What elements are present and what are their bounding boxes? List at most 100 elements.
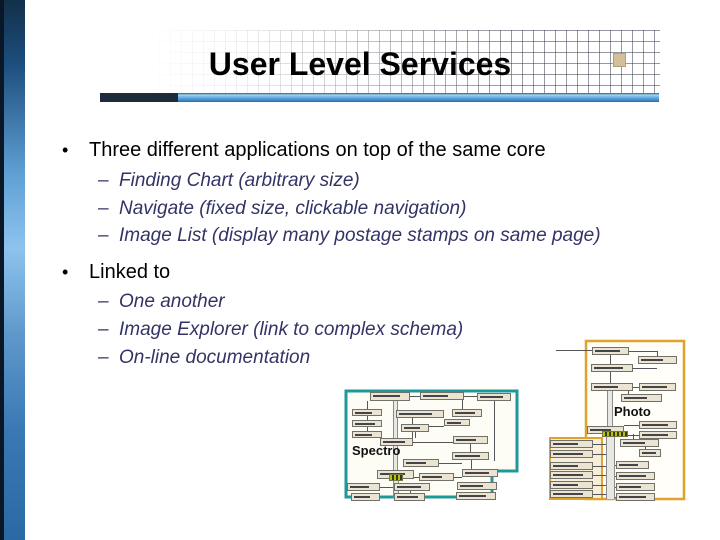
schema-box bbox=[380, 438, 413, 446]
dash-marker: – bbox=[98, 170, 109, 191]
connector-line bbox=[593, 454, 608, 455]
schema-box bbox=[351, 493, 380, 501]
page-title: User Level Services bbox=[208, 46, 512, 82]
sub-bullet-text: On-line documentation bbox=[119, 347, 311, 368]
sub-bullet-text: Image Explorer (link to complex schema) bbox=[119, 319, 464, 340]
connector-line bbox=[593, 444, 608, 445]
connector-line bbox=[624, 435, 639, 436]
title-accent-square bbox=[613, 53, 626, 67]
schema-box bbox=[591, 383, 633, 391]
connector-line bbox=[494, 401, 495, 461]
schema-box bbox=[638, 356, 677, 364]
schema-box bbox=[352, 420, 382, 427]
connector-line bbox=[628, 391, 629, 394]
schema-box bbox=[550, 481, 593, 489]
schema-box bbox=[639, 421, 677, 429]
connector-line bbox=[462, 400, 463, 409]
photo-schema-diagram: Photo bbox=[548, 338, 690, 506]
hatched-joint bbox=[389, 474, 403, 481]
connector-line bbox=[464, 396, 477, 397]
connector-line bbox=[414, 477, 419, 478]
bullet-text: Three different applications on top of t… bbox=[89, 139, 546, 161]
schema-box bbox=[616, 493, 655, 501]
connector-line bbox=[610, 372, 611, 383]
connector-line bbox=[415, 432, 416, 438]
bullet-text: Linked to bbox=[89, 261, 171, 283]
dash-marker: – bbox=[98, 225, 109, 246]
connector-line bbox=[593, 475, 608, 476]
connector-line bbox=[380, 487, 394, 488]
bullet-marker: • bbox=[62, 140, 69, 160]
schema-box bbox=[396, 410, 444, 418]
hatched-joint bbox=[602, 431, 628, 437]
connector-line bbox=[471, 460, 472, 469]
schema-box bbox=[401, 424, 429, 432]
schema-box bbox=[550, 471, 593, 479]
connector-line bbox=[645, 447, 646, 449]
sub-bullet-text: Navigate (fixed size, clickable navigati… bbox=[119, 198, 467, 219]
connector-line bbox=[633, 368, 657, 369]
connector-line bbox=[413, 442, 453, 443]
sub-bullet-text: One another bbox=[119, 291, 225, 312]
connector-line bbox=[556, 350, 592, 351]
sub-bullet-text: Image List (display many postage stamps … bbox=[119, 225, 601, 246]
left-accent-bar bbox=[4, 0, 25, 540]
left-edge-strip bbox=[0, 0, 4, 540]
connector-line bbox=[629, 351, 657, 352]
thick-connector bbox=[393, 401, 398, 470]
dash-marker: – bbox=[98, 319, 109, 340]
schema-box bbox=[550, 490, 593, 498]
sub-bullet-item: – Finding Chart (arbitrary size) bbox=[98, 170, 360, 192]
connector-line bbox=[624, 425, 639, 426]
schema-box bbox=[419, 473, 454, 481]
schema-box bbox=[550, 440, 593, 448]
dash-marker: – bbox=[98, 291, 109, 312]
schema-box bbox=[621, 394, 662, 402]
thick-connector bbox=[606, 437, 615, 499]
schema-box bbox=[592, 347, 629, 355]
bullet-item: • Linked to bbox=[62, 261, 170, 284]
schema-box bbox=[639, 431, 677, 439]
photo-diagram-label: Photo bbox=[614, 404, 651, 419]
schema-box bbox=[453, 436, 488, 444]
dash-marker: – bbox=[98, 347, 109, 368]
dash-marker: – bbox=[98, 198, 109, 219]
schema-box bbox=[403, 459, 439, 467]
connector-line bbox=[470, 444, 471, 452]
connector-line bbox=[633, 387, 639, 388]
bullet-item: • Three different applications on top of… bbox=[62, 139, 546, 162]
schema-box bbox=[347, 483, 380, 491]
schema-box bbox=[370, 392, 410, 401]
spectro-schema-diagram: Spectro bbox=[344, 388, 522, 506]
schema-box bbox=[620, 439, 659, 447]
schema-box bbox=[477, 393, 511, 401]
schema-box bbox=[444, 419, 470, 426]
connector-line bbox=[439, 463, 462, 464]
schema-box bbox=[452, 409, 482, 417]
connector-line bbox=[610, 355, 611, 364]
schema-box bbox=[616, 483, 655, 491]
spectro-diagram-label: Spectro bbox=[352, 443, 401, 458]
schema-box bbox=[591, 364, 633, 372]
sub-bullet-item: – One another bbox=[98, 291, 225, 313]
schema-box bbox=[550, 462, 593, 470]
connector-line bbox=[633, 434, 634, 439]
connector-line bbox=[657, 351, 658, 356]
connector-line bbox=[367, 416, 368, 420]
title-underline-dark-segment bbox=[100, 93, 178, 102]
schema-box bbox=[550, 450, 593, 458]
sub-bullet-item: – Image Explorer (link to complex schema… bbox=[98, 319, 463, 341]
schema-box bbox=[616, 461, 649, 469]
schema-box bbox=[420, 392, 464, 400]
connector-line bbox=[410, 491, 411, 493]
schema-box bbox=[457, 482, 497, 490]
schema-box bbox=[456, 492, 496, 500]
schema-box bbox=[394, 493, 425, 501]
connector-line bbox=[367, 401, 368, 409]
connector-line bbox=[593, 485, 608, 486]
schema-box bbox=[639, 449, 661, 457]
connector-line bbox=[367, 427, 368, 431]
connector-line bbox=[454, 477, 462, 478]
title-grid-fade bbox=[148, 30, 660, 93]
